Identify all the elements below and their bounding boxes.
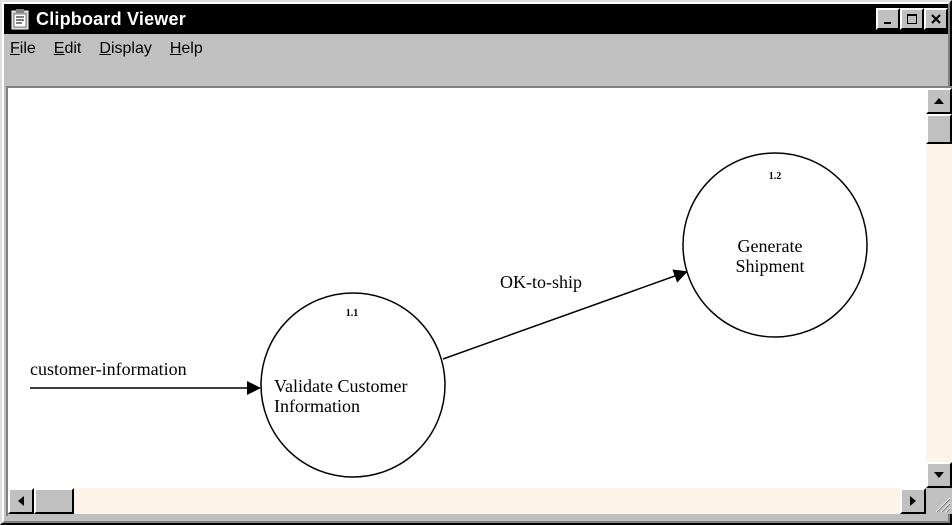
resize-grip[interactable]	[926, 488, 952, 514]
horizontal-scroll-thumb[interactable]	[34, 488, 74, 514]
horizontal-scrollbar[interactable]	[8, 488, 926, 514]
menu-bar: File Edit Display Help	[4, 36, 948, 62]
scroll-up-icon	[934, 98, 944, 104]
menu-file[interactable]: File	[10, 40, 36, 57]
process-label-1-line2: Information	[274, 396, 360, 416]
resize-grip-icon	[935, 497, 951, 513]
title-bar[interactable]: Clipboard Viewer	[4, 4, 948, 34]
data-flow-diagram: customer-information 1.1 Validate Custom…	[30, 152, 868, 478]
maximize-button[interactable]	[900, 8, 924, 30]
client-border	[6, 86, 952, 516]
process-number-1-1: 1.1	[346, 308, 359, 319]
process-label-2-line2: Shipment	[735, 256, 804, 276]
close-icon	[931, 14, 941, 24]
flow-label-ok-to-ship: OK-to-ship	[500, 272, 582, 292]
scroll-right-button[interactable]	[900, 488, 926, 514]
scroll-right-icon	[910, 496, 916, 506]
flow-label-customer-information: customer-information	[30, 359, 187, 379]
caption-buttons	[876, 8, 948, 30]
process-label-1-line1: Validate Customer	[274, 376, 407, 396]
vertical-scroll-thumb[interactable]	[926, 114, 952, 144]
process-number-1-2: 1.2	[769, 171, 782, 182]
scroll-down-button[interactable]	[926, 462, 952, 488]
process-validate-customer[interactable]	[260, 292, 446, 478]
menu-display[interactable]: Display	[99, 40, 152, 57]
minimize-button[interactable]	[876, 8, 900, 30]
menu-help[interactable]: Help	[169, 40, 203, 57]
scroll-left-icon	[18, 496, 24, 506]
menu-edit[interactable]: Edit	[53, 40, 82, 57]
close-button[interactable]	[924, 8, 948, 30]
minimize-icon	[884, 22, 891, 24]
clipboard-content-area[interactable]: customer-information 1.1 Validate Custom…	[8, 88, 926, 488]
scroll-down-icon	[934, 472, 944, 478]
scroll-left-button[interactable]	[8, 488, 34, 514]
window-title: Clipboard Viewer	[36, 8, 186, 29]
vertical-scrollbar[interactable]	[926, 88, 952, 488]
maximize-icon	[907, 14, 917, 24]
clipboard-app-icon[interactable]	[10, 8, 30, 30]
scroll-up-button[interactable]	[926, 88, 952, 114]
flow-arrow-ok-to-ship	[442, 269, 688, 360]
process-label-2-line1: Generate	[738, 236, 803, 256]
process-generate-shipment[interactable]	[682, 152, 868, 338]
